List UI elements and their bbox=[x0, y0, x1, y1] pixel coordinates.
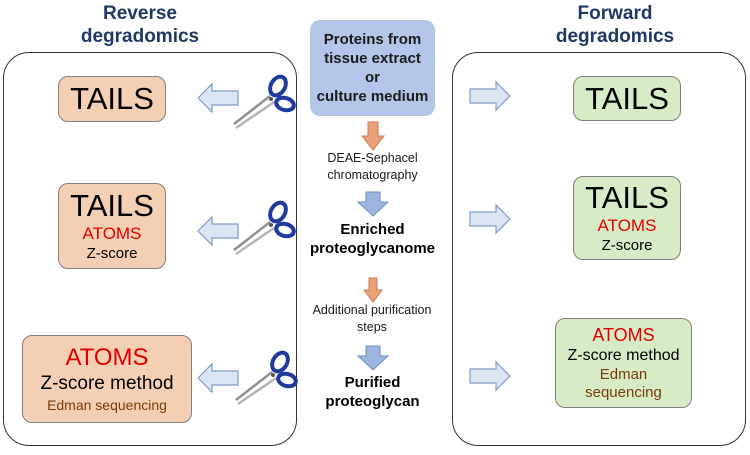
forward-box-tails-atoms: TAILS ATOMS Z-score bbox=[573, 176, 681, 260]
method-label: ATOMS bbox=[592, 324, 655, 345]
method-label: TAILS bbox=[70, 188, 154, 223]
heading-line: Reverse bbox=[103, 3, 177, 24]
enriched-line: Enriched bbox=[340, 221, 405, 238]
right-arrow-icon bbox=[469, 80, 511, 112]
purified-line: proteoglycan bbox=[325, 393, 420, 410]
reverse-box-tails: TAILS bbox=[58, 76, 166, 122]
scissors-icon bbox=[233, 200, 296, 256]
reverse-box-tails-atoms: TAILS ATOMS Z-score bbox=[58, 183, 166, 269]
heading-line: Forward bbox=[577, 3, 653, 24]
enriched-line: proteoglycanome bbox=[309, 240, 436, 257]
reverse-degradomics-heading: Reverse degradomics bbox=[60, 2, 220, 48]
down-arrow-icon bbox=[363, 277, 383, 303]
down-arrow-icon bbox=[356, 345, 390, 371]
step-line: steps bbox=[357, 320, 387, 334]
step-label-purification: Additional purification steps bbox=[296, 302, 448, 336]
method-label: TAILS bbox=[70, 81, 154, 116]
step-label-chromatography: DEAE-Sephacel chromatography bbox=[300, 150, 445, 184]
method-label: ATOMS bbox=[65, 343, 149, 371]
right-arrow-icon bbox=[469, 360, 511, 392]
protein-source-box: Proteins from tissue extract or culture … bbox=[310, 20, 435, 116]
method-label: TAILS bbox=[585, 180, 669, 215]
forward-box-atoms: ATOMS Z-score method Edman sequencing bbox=[555, 318, 692, 408]
heading-line: degradomics bbox=[555, 26, 675, 47]
method-label: Edman bbox=[599, 365, 648, 383]
source-line: Proteins from bbox=[323, 31, 422, 48]
method-label: Z-score bbox=[86, 245, 138, 262]
down-arrow-icon bbox=[360, 121, 386, 151]
left-arrow-icon bbox=[197, 215, 239, 247]
purified-label: Purified proteoglycan bbox=[300, 373, 445, 411]
method-label: sequencing bbox=[585, 383, 662, 401]
forward-degradomics-heading: Forward degradomics bbox=[535, 2, 695, 48]
source-line: or bbox=[365, 69, 380, 86]
scissors-icon bbox=[233, 74, 296, 130]
method-label: Z-score method bbox=[567, 346, 680, 364]
method-label: Z-score bbox=[601, 237, 653, 254]
heading-line: degradomics bbox=[80, 26, 200, 47]
source-line: tissue extract bbox=[324, 50, 421, 67]
left-arrow-icon bbox=[197, 362, 239, 394]
method-label: TAILS bbox=[585, 80, 669, 116]
left-arrow-icon bbox=[197, 82, 239, 114]
scissors-icon bbox=[235, 350, 298, 406]
method-label: Z-score method bbox=[40, 372, 174, 394]
forward-box-tails: TAILS bbox=[573, 76, 681, 121]
right-arrow-icon bbox=[469, 203, 511, 235]
purified-line: Purified bbox=[344, 374, 401, 391]
step-line: Additional purification bbox=[312, 303, 432, 317]
method-label: ATOMS bbox=[82, 224, 142, 243]
step-line: DEAE-Sephacel bbox=[327, 151, 418, 165]
method-label: ATOMS bbox=[597, 216, 657, 235]
reverse-box-atoms: ATOMS Z-score method Edman sequencing bbox=[22, 335, 192, 423]
method-label: Edman sequencing bbox=[47, 396, 167, 413]
down-arrow-icon bbox=[356, 191, 390, 217]
enriched-label: Enriched proteoglycanome bbox=[295, 220, 450, 258]
source-line: culture medium bbox=[316, 88, 429, 105]
step-line: chromatography bbox=[327, 168, 418, 182]
